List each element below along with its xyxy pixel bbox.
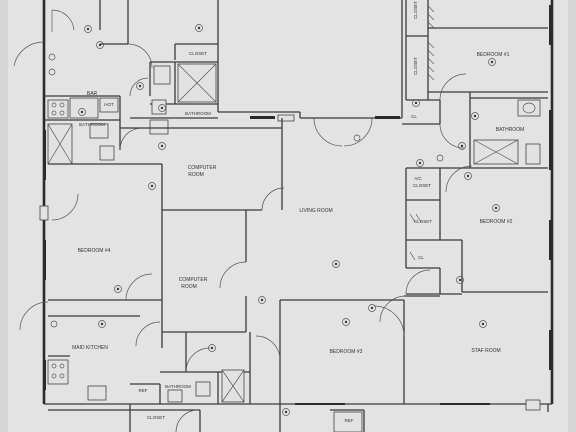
label-ref: REF bbox=[139, 388, 148, 393]
label-bedroom-2: BEDROOM #2 bbox=[480, 219, 513, 225]
electrical-symbols bbox=[48, 24, 500, 416]
label-cl-lower: CL bbox=[418, 255, 424, 260]
right-top-walls bbox=[402, 0, 548, 193]
center-top-walls bbox=[250, 0, 403, 147]
label-ac-closet-1: A/C bbox=[414, 176, 422, 181]
top-left-walls bbox=[44, 0, 300, 165]
label-bathroom-center: BATHROOM bbox=[185, 111, 211, 116]
left-mid-walls bbox=[39, 118, 285, 373]
label-ref-bottom: REF bbox=[345, 418, 354, 423]
label-maid-kitchen: MAID KITCHEN bbox=[72, 345, 108, 351]
bottom-right-walls bbox=[255, 295, 541, 432]
label-closet-bottom: CLOSET bbox=[147, 415, 165, 420]
label-bathroom-left: BATHROOM bbox=[79, 122, 105, 127]
label-bedroom-4: BEDROOM #4 bbox=[78, 248, 111, 254]
label-cl-upper: CL bbox=[411, 114, 417, 119]
label-closet-right: CLOSET bbox=[414, 219, 432, 224]
label-closet-left-2: CLOSET bbox=[413, 57, 418, 75]
label-bedroom-1: BEDROOM #1 bbox=[477, 52, 510, 58]
label-computer-room-2a: COMPUTER bbox=[179, 277, 208, 283]
label-bathroom-right: BATHROOM bbox=[496, 127, 525, 133]
label-bedroom-3: BEDROOM #3 bbox=[330, 349, 363, 355]
label-ac-closet-2: CLOSET bbox=[413, 183, 431, 188]
label-computer-room-1b: ROOM bbox=[188, 172, 204, 178]
label-hot-1: HOT bbox=[104, 102, 114, 107]
label-bathroom-bottom: BATHROOM bbox=[165, 384, 191, 389]
right-mid-walls bbox=[379, 167, 548, 323]
label-bar: BAR bbox=[87, 91, 98, 97]
label-staff-room: STAF ROOM bbox=[471, 348, 500, 354]
label-closet-top: CLOSET bbox=[189, 51, 207, 56]
bottom-left-walls bbox=[19, 301, 251, 432]
label-computer-room-2b: ROOM bbox=[181, 284, 197, 290]
drawing-sheet bbox=[8, 0, 568, 432]
outer-walls bbox=[42, 0, 554, 432]
label-living-room: LIVING ROOM bbox=[299, 208, 332, 214]
room-labels: CLOSET CLOSET CLOSET BEDROOM #1 CL BATHR… bbox=[72, 1, 524, 423]
label-computer-room-1a: COMPUTER bbox=[188, 165, 217, 171]
label-closet-left-1: CLOSET bbox=[413, 1, 418, 19]
